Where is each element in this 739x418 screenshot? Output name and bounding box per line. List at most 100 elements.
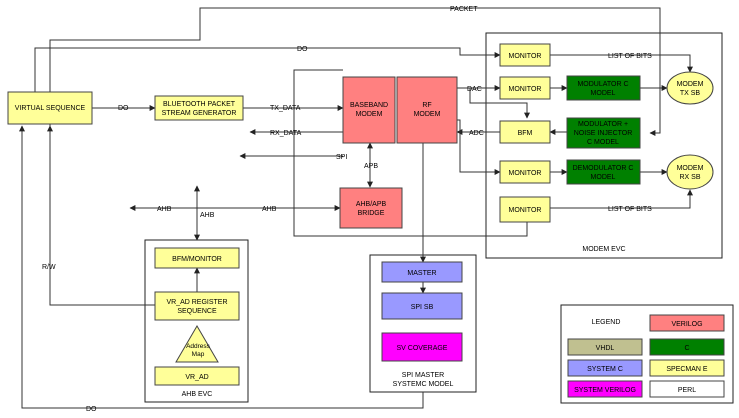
svg-text:RX SB: RX SB [679,174,700,181]
svg-text:VR_AD REGISTER: VR_AD REGISTER [166,299,227,306]
modem-tx-sb-oval: MODEM TX SB [666,71,714,105]
scoreboard-oval-icon [666,71,714,105]
list-bits-bottom-wire [550,189,693,209]
block-vr-ad: VR_AD [154,366,240,386]
svg-text:VHDL: VHDL [596,345,615,352]
scoreboard-oval-icon [666,154,714,190]
svg-text:BFM/MONITOR: BFM/MONITOR [172,256,222,263]
spi-label: SPI [336,154,347,161]
block-monitor-1: MONITOR [499,43,551,67]
address-map-triangle-icon [175,325,219,363]
svg-text:MONITOR: MONITOR [509,207,542,214]
ahb-evc-label: AHB EVC [182,391,213,398]
svg-text:SPI SB: SPI SB [411,304,434,311]
svg-text:DEMODULATOR C: DEMODULATOR C [573,165,634,172]
block-baseband-modem: BASEBAND MODEM [342,76,396,144]
dac-branch-wire [469,88,530,119]
svg-text:NOISE INJECTOR: NOISE INJECTOR [574,130,633,137]
block-monitor-2: MONITOR [499,76,551,100]
block-sv-coverage: SV COVERAGE [381,332,463,362]
block-virtual-sequence: VIRTUAL SEQUENCE [7,91,93,125]
modem-evc-container: MODEM EVC [485,32,723,259]
svg-text:Address: Address [186,343,211,350]
svg-text:Map: Map [192,351,205,358]
block-spi-sb: SPI SB [381,292,463,320]
signal-labels: PACKET DO DO TX_DATA RX_DATA SPI APB AHB… [42,6,652,413]
svg-text:SYSTEM VERILOG: SYSTEM VERILOG [574,387,636,394]
svg-text:MODEL: MODEL [591,90,616,97]
block-modulator: MODULATOR C MODEL [566,75,641,101]
spi-master-label-1: SPI MASTER [402,372,444,379]
svg-text:MONITOR: MONITOR [509,53,542,60]
packet-label: PACKET [450,6,478,13]
svg-text:SPECMAN E: SPECMAN E [666,366,708,373]
svg-text:STREAM GENERATOR: STREAM GENERATOR [162,110,237,117]
do-mid-label: DO [118,105,129,112]
wires [19,7,693,409]
block-demodulator: DEMODULATOR C MODEL [566,159,641,185]
list-of-bits-bottom-label: LIST OF BITS [608,206,652,213]
svg-text:RF: RF [422,102,431,109]
svg-text:SV COVERAGE: SV COVERAGE [397,345,448,352]
do-bottom-label: DO [86,406,97,413]
svg-text:MODEL: MODEL [591,174,616,181]
svg-text:MONITOR: MONITOR [509,86,542,93]
do-top-label: DO [297,46,308,53]
adc-label: ADC [469,130,484,137]
block-bfm: BFM [499,120,551,144]
legend-title: LEGEND [592,319,621,326]
legend-item-perl: PERL [649,380,725,398]
do-bottom-wire [19,125,424,409]
legend-item-vhdl: VHDL [567,338,643,356]
ahb-center-label: AHB [200,212,215,219]
svg-text:C MODEL: C MODEL [587,139,619,146]
svg-text:PERL: PERL [678,387,696,394]
svg-text:BASEBAND: BASEBAND [350,102,388,109]
legend-item-system-verilog: SYSTEM VERILOG [567,380,643,398]
legend: LEGEND VERILOG VHDL C SYSTEM C SPECMAN E… [560,304,734,404]
modem-evc-label: MODEM EVC [582,246,625,253]
baseband-loop-wire [293,69,528,237]
svg-text:BRIDGE: BRIDGE [358,210,385,217]
list-of-bits-top-label: LIST OF BITS [608,53,652,60]
list-bits-top-wire [550,54,693,73]
apb-label: APB [364,163,378,170]
legend-item-verilog: VERILOG [649,314,725,332]
svg-text:MODULATOR +: MODULATOR + [578,121,628,128]
svg-text:MONITOR: MONITOR [509,170,542,177]
svg-text:MODEM: MODEM [414,111,441,118]
address-map-triangle: Address Map [175,325,219,363]
svg-text:SYSTEM C: SYSTEM C [587,366,623,373]
svg-text:SEQUENCE: SEQUENCE [177,308,217,315]
svg-text:MODEM: MODEM [356,111,383,118]
svg-text:VERILOG: VERILOG [671,321,702,328]
rx-data-label: RX_DATA [270,130,302,137]
rf-monitor3-wire [457,119,501,175]
svg-text:VR_AD: VR_AD [185,374,208,381]
block-monitor-3: MONITOR [499,160,551,184]
block-ahb-apb-bridge: AHB/APB BRIDGE [339,187,403,229]
rw-label: R/W [42,264,56,271]
svg-text:BFM: BFM [518,130,533,137]
svg-text:MODEM: MODEM [677,165,704,172]
modem-rx-sb-oval: MODEM RX SB [666,154,714,190]
ahb-left-label: AHB [157,206,172,213]
block-monitor-4: MONITOR [499,196,551,223]
vseq-ahb-wire [49,124,155,306]
tx-data-label: TX_DATA [270,105,301,112]
block-master: MASTER [381,261,463,283]
legend-item-system-c: SYSTEM C [567,359,643,377]
do-top-wire [34,47,501,92]
dac-label: DAC [467,86,482,93]
svg-text:MODULATOR C: MODULATOR C [577,81,628,88]
svg-text:TX SB: TX SB [680,90,701,97]
packet-wire [49,7,661,136]
block-modulator-noise: MODULATOR + NOISE INJECTOR C MODEL [566,117,641,149]
svg-text:MODEM: MODEM [677,81,704,88]
svg-text:C: C [684,345,689,352]
spi-master-label-2: SYSTEMC MODEL [393,381,454,388]
svg-text:MASTER: MASTER [407,270,436,277]
svg-text:BLUETOOTH PACKET: BLUETOOTH PACKET [163,101,236,108]
block-vr-ad-register-sequence: VR_AD REGISTER SEQUENCE [154,291,240,321]
